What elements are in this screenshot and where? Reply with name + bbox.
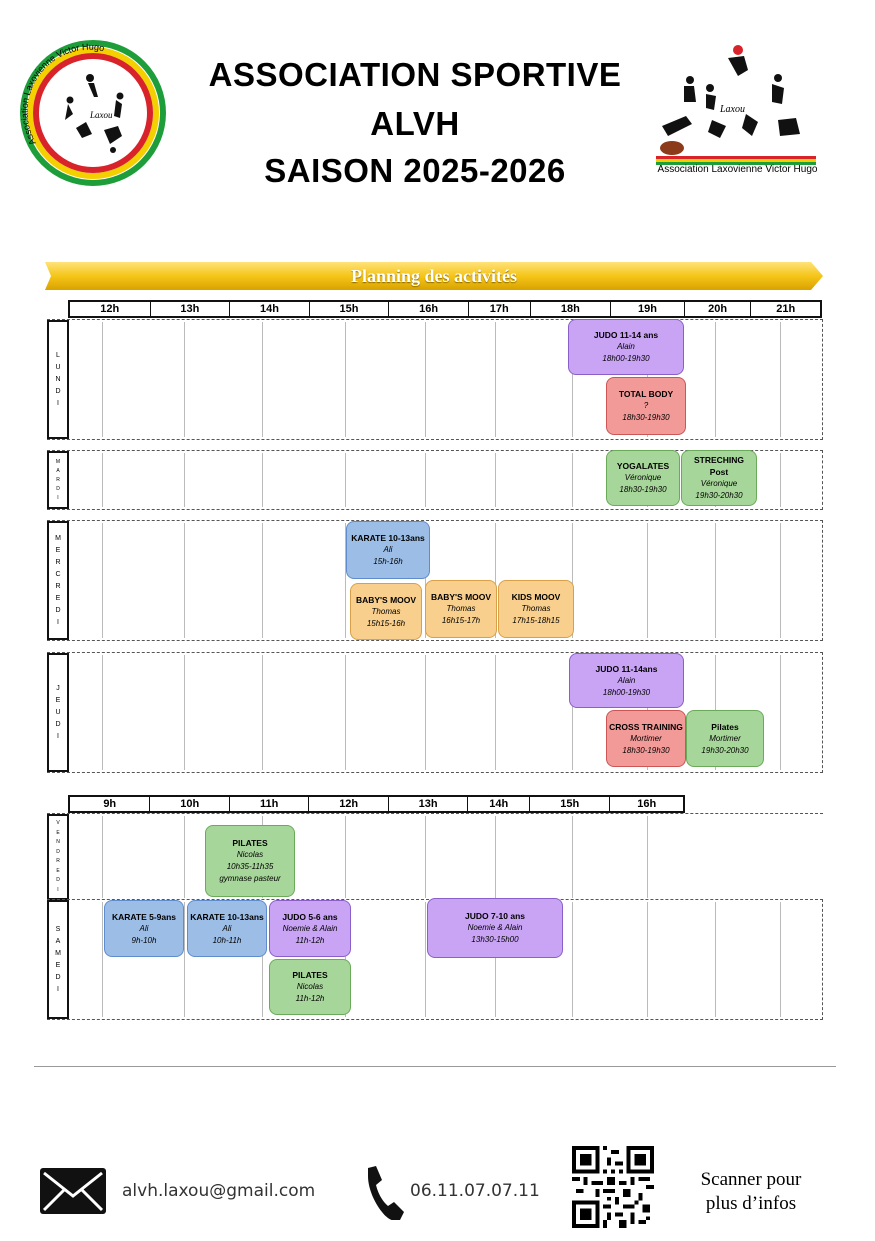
hour-cell: 21h (776, 303, 796, 315)
alvh-logo-left: Association Laxovienne Victor Hugo Laxou (20, 40, 166, 186)
hour-cell: 9h (70, 797, 151, 811)
title-association: ASSOCIATION SPORTIVE (208, 56, 622, 93)
title-season: SAISON 2025-2026 (264, 152, 566, 189)
hour-cell: 16h (637, 798, 657, 810)
hour-cell: 13h (389, 797, 469, 811)
planning-title: Planning des activités (350, 266, 517, 286)
logo-left-wordmark: Laxou (89, 110, 113, 120)
envelope-icon (40, 1168, 106, 1214)
hour-cell: 15h (310, 302, 390, 316)
qr-code[interactable] (572, 1146, 654, 1228)
hour-cell: 12h (309, 797, 389, 811)
title-alvh: ALVH (370, 105, 460, 142)
phone-link[interactable]: 06.11.07.07.11 (410, 1181, 540, 1201)
planning-banner (45, 262, 823, 290)
alvh-logo-right: Laxou (656, 45, 816, 165)
qr-caption: Scanner pour plus d’infos (675, 1168, 827, 1216)
hour-cell: 16h (389, 302, 469, 316)
qr-caption-line1: Scanner pour (700, 1169, 802, 1190)
hour-cell: 14h (468, 797, 530, 811)
footer-separator (34, 1066, 836, 1067)
hour-cell: 20h (685, 302, 752, 316)
hour-cell: 18h (531, 302, 612, 316)
email-link[interactable]: alvh.laxou@gmail.com (122, 1181, 316, 1201)
hour-cell: 13h (151, 302, 231, 316)
hour-header-top: 12h 13h 14h 15h 16h 17h 18h 19h 20h 21h (68, 300, 822, 318)
hour-cell: 11h (230, 797, 310, 811)
hour-cell: 10h (150, 797, 230, 811)
hour-cell: 12h (70, 302, 151, 316)
logo-right-wordmark: Laxou (719, 104, 745, 115)
hour-cell: 19h (611, 302, 685, 316)
qr-caption-line2: plus d’infos (705, 1193, 797, 1214)
activity-total-body-lundi[interactable]: TOTAL BODY?18h30-19h30 (606, 377, 686, 435)
logo-right-caption: Association Laxovienne Victor Hugo (657, 164, 818, 175)
hour-cell: 15h (530, 797, 611, 811)
hour-cell: 14h (230, 302, 310, 316)
hour-header-bottom: 9h 10h 11h 12h 13h 14h 15h 16h (68, 795, 685, 813)
hour-cell: 17h (469, 302, 531, 316)
phone-icon (368, 1166, 404, 1220)
